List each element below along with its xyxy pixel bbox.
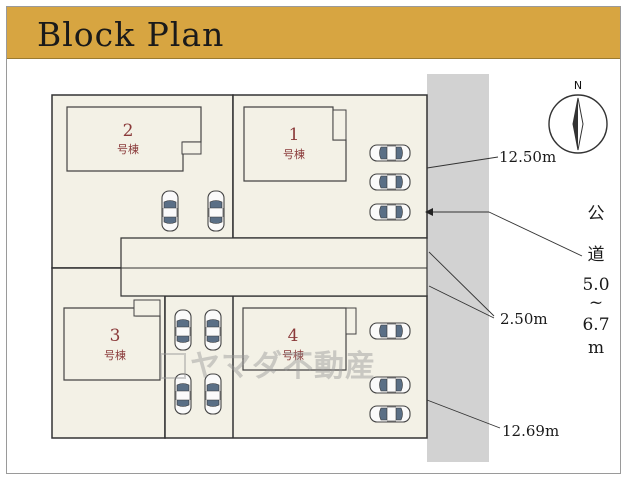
car-icon	[369, 322, 411, 340]
road-width-tilde: ~	[588, 293, 604, 313]
building-2	[66, 106, 202, 172]
road-label-2: 道	[587, 245, 605, 265]
south-frontage-label: 12.69m	[502, 422, 560, 440]
leader-line	[428, 285, 495, 319]
road-label-1: 公	[587, 204, 605, 224]
lot-4-number: 4	[288, 326, 299, 346]
car-icon	[208, 191, 224, 231]
public-road	[427, 74, 489, 462]
logo-icon	[160, 353, 186, 379]
car-icon	[369, 173, 411, 191]
leader-line	[428, 251, 495, 317]
watermark: ヤマダ不動産	[160, 341, 376, 385]
driveway-width-label: 2.50m	[500, 310, 548, 328]
car-icon	[162, 191, 178, 231]
north-frontage-label: 12.50m	[499, 148, 557, 166]
leader-line	[488, 211, 583, 257]
road-width-max: 6.7	[582, 315, 610, 335]
lot-3-number: 3	[110, 326, 121, 346]
north-label: N	[574, 79, 582, 92]
lot-1-label: 号棟	[283, 147, 305, 161]
car-icon	[369, 405, 411, 423]
car-icon	[369, 203, 411, 221]
road-width-min: 5.0	[582, 275, 610, 295]
lot-2-label: 号棟	[117, 142, 139, 156]
shared-driveway	[120, 237, 428, 297]
lot-3-label: 号棟	[104, 348, 126, 362]
north-compass: N	[548, 79, 608, 154]
building-4	[242, 307, 347, 371]
road-width-unit: m	[587, 338, 605, 358]
page-title: Block Plan	[37, 15, 225, 54]
arrow-icon	[425, 208, 433, 216]
car-icon	[369, 144, 411, 162]
title-bar: Block Plan	[7, 7, 620, 59]
lot-1-number: 1	[289, 125, 300, 145]
lot-2-number: 2	[123, 121, 134, 141]
car-icon	[369, 376, 411, 394]
watermark-text: ヤマダ不動産	[190, 349, 376, 384]
leader-line	[426, 156, 499, 169]
leader-line	[426, 399, 501, 429]
lot-4-label: 号棟	[282, 348, 304, 362]
